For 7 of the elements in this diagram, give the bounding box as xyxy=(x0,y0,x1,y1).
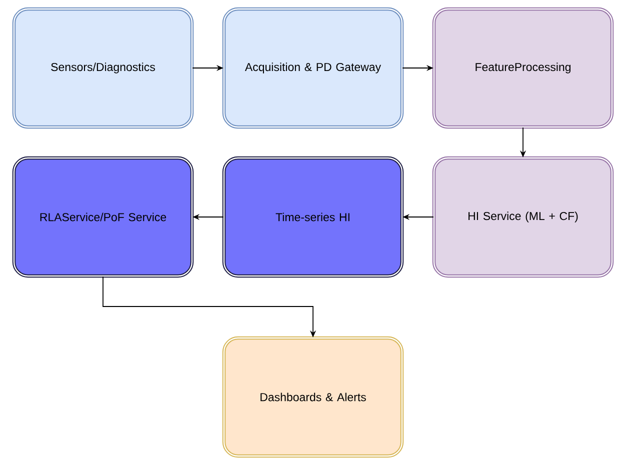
process-box: Acquisition & PD Gateway xyxy=(222,7,404,129)
process-box: FeatureProcessing xyxy=(432,7,614,129)
process-box: Time-series HI xyxy=(222,156,404,278)
process-box: HI Service (ML + CF) xyxy=(432,156,614,278)
process-box: Sensors/Diagnostics xyxy=(12,7,194,129)
process-box: Dashboards & Alerts xyxy=(222,336,404,458)
process-box: RLAService/PoF Service xyxy=(12,156,194,278)
